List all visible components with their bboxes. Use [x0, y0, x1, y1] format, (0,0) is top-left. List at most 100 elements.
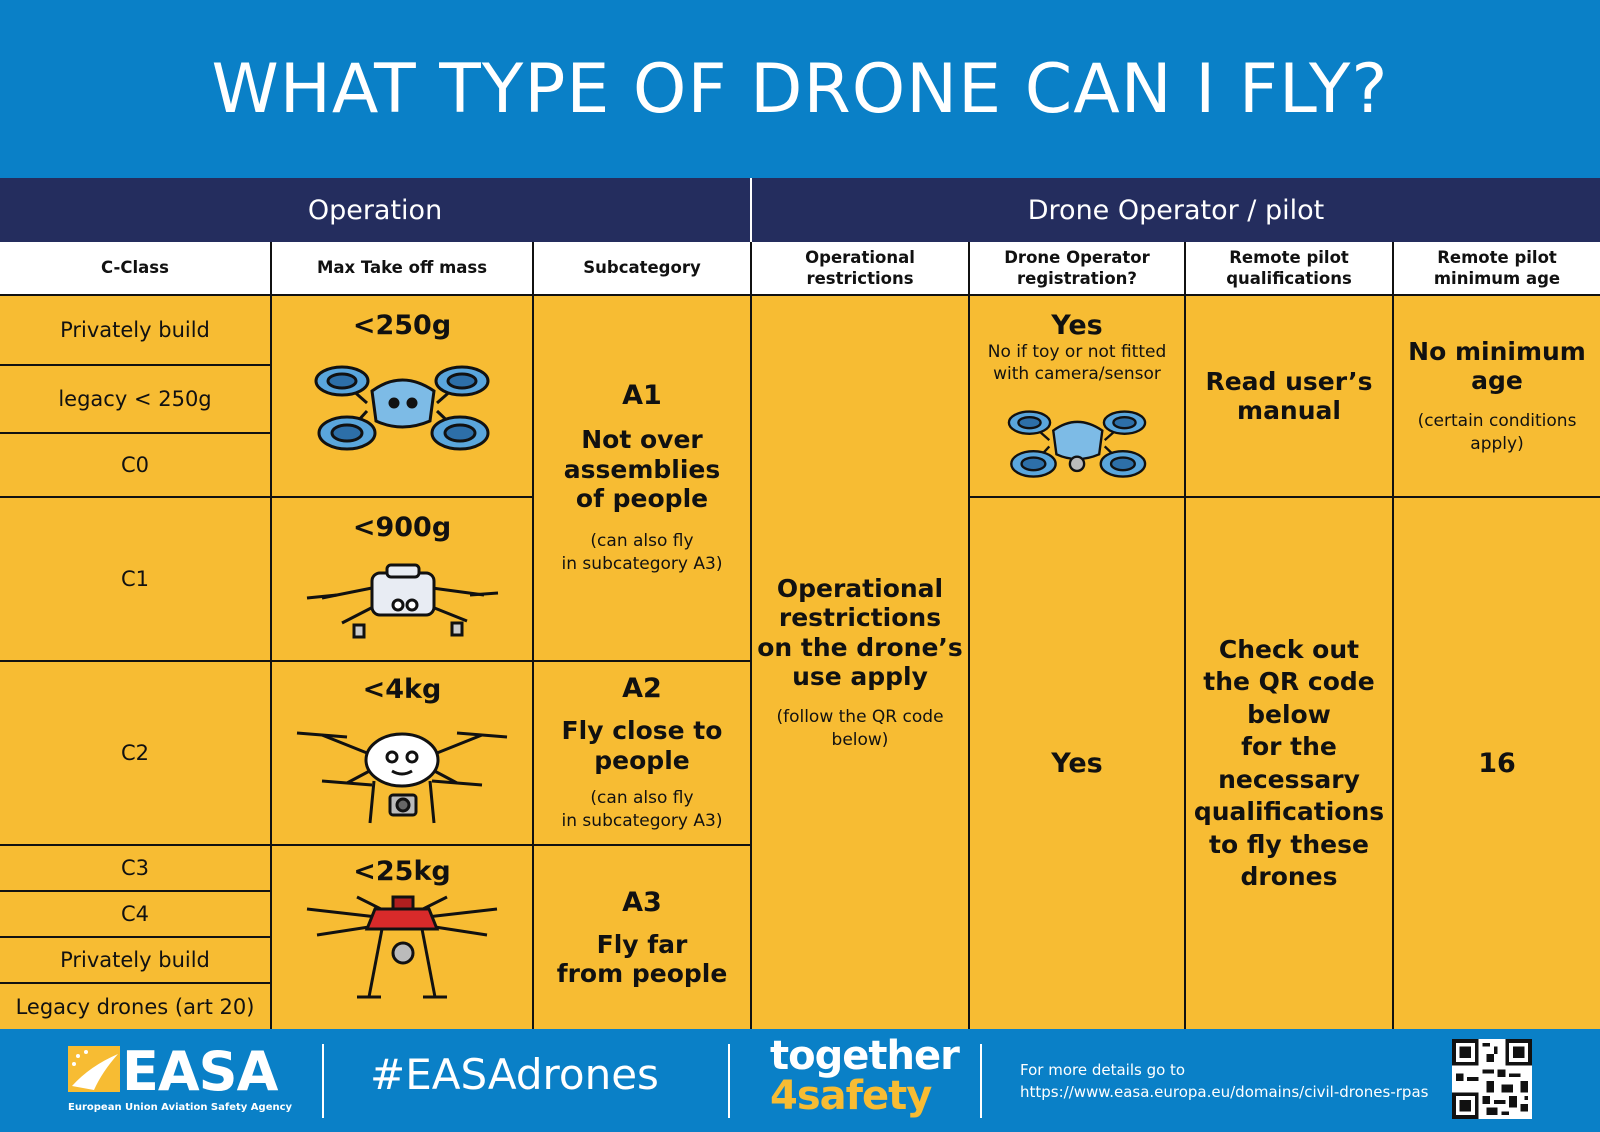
- header-line: registration?: [1017, 269, 1137, 288]
- class-cell: legacy < 250g: [0, 366, 272, 434]
- qualifications-line: manual: [1237, 396, 1341, 425]
- col-header-subcategory: Subcategory: [534, 242, 752, 296]
- col-header-registration: Drone Operator registration?: [970, 242, 1186, 296]
- qualifications-top-cell: Read user’s manual: [1186, 296, 1394, 498]
- details-block: For more details go to https://www.easa.…: [1020, 1060, 1428, 1104]
- class-cell: C2: [0, 662, 272, 846]
- qualifications-line: to fly these: [1209, 829, 1369, 859]
- together-4safety-logo: together 4safety: [770, 1033, 960, 1119]
- col-header-op-restrictions: Operational restrictions: [752, 242, 970, 296]
- easa-logo[interactable]: EASA European Union Aviation Safety Agen…: [68, 1040, 292, 1118]
- min-age-note: (certain conditions: [1417, 410, 1577, 431]
- easa-wordmark: EASA: [122, 1040, 278, 1103]
- min-age-line: No minimum: [1408, 336, 1586, 366]
- subcategory-note: (can also fly: [590, 788, 694, 809]
- page-title: WHAT TYPE OF DRONE CAN I FLY?: [0, 0, 1600, 178]
- header-line: Remote pilot: [1229, 247, 1349, 267]
- col-header-max-mass: Max Take off mass: [272, 242, 534, 296]
- op-restrictions-note: below): [831, 729, 889, 750]
- op-restrictions-note: (follow the QR code: [776, 706, 944, 727]
- subcategory-line: Fly far: [596, 929, 688, 959]
- subcategory-line: of people: [575, 484, 709, 514]
- class-cell: Privately build: [0, 296, 272, 366]
- mass-value: <900g: [352, 512, 452, 543]
- header-line: restrictions: [806, 269, 914, 288]
- subcategory-note: in subcategory A3): [561, 811, 723, 831]
- mass-cell-900g: <900g: [272, 498, 534, 662]
- agency-name: European Union Aviation Safety Agency: [68, 1102, 293, 1113]
- heavy-drone-icon: [306, 895, 498, 999]
- subcategory-a1: A1 Not over assemblies of people (can al…: [534, 296, 752, 662]
- mass-value: <25kg: [353, 856, 451, 887]
- mass-cell-25kg: <25kg: [272, 846, 534, 1029]
- qualifications-line: qualifications: [1193, 797, 1385, 826]
- col-header-c-class: C-Class: [0, 242, 272, 296]
- subcategory-line: Fly close to: [561, 716, 723, 746]
- easa-bird-icon: [68, 1046, 120, 1092]
- min-age-line: age: [1471, 366, 1523, 396]
- foldable-drone-icon: [306, 563, 499, 639]
- col-header-qualifications: Remote pilot qualifications: [1186, 242, 1394, 296]
- op-restrictions-line: use apply: [792, 662, 928, 692]
- qualifications-line: the QR code: [1203, 667, 1375, 696]
- qualifications-line: below: [1247, 699, 1331, 729]
- subcategory-a3: A3 Fly far from people: [534, 846, 752, 1029]
- mass-value: <4kg: [362, 674, 442, 705]
- qr-code-icon[interactable]: [1452, 1039, 1532, 1119]
- footer: [0, 1029, 1600, 1132]
- details-link[interactable]: https://www.easa.europa.eu/domains/civil…: [1020, 1082, 1429, 1101]
- header-line: minimum age: [1433, 269, 1561, 288]
- subcategory-code: A1: [622, 380, 662, 412]
- section-operator: Drone Operator / pilot: [752, 178, 1600, 242]
- header-line: Remote pilot: [1437, 247, 1557, 267]
- subcategory-line: people: [594, 745, 690, 775]
- qualifications-line: Read user’s: [1205, 366, 1373, 396]
- qualifications-line: drones: [1240, 862, 1338, 891]
- class-cell: Legacy drones (art 20): [0, 984, 272, 1029]
- registration-note: No if toy or not fitted: [987, 342, 1167, 362]
- min-age-bottom-cell: 16: [1394, 498, 1600, 1029]
- mass-cell-250g: <250g: [272, 296, 534, 498]
- camera-drone-icon: [296, 731, 508, 824]
- mini-drone-camera-icon: [1007, 410, 1147, 478]
- registration-answer: Yes: [1051, 310, 1103, 341]
- slogan-line-1: together: [770, 1033, 960, 1079]
- hashtag[interactable]: #EASAdrones: [370, 1050, 659, 1099]
- subcategory-code: A2: [622, 673, 662, 705]
- mass-cell-4kg: <4kg: [272, 662, 534, 846]
- op-restrictions-cell: Operational restrictions on the drone’s …: [752, 296, 970, 1029]
- footer-divider: [980, 1044, 982, 1118]
- subcategory-code: A3: [622, 886, 662, 918]
- class-cell: C3: [0, 846, 272, 892]
- header-line: Drone Operator: [1004, 247, 1150, 267]
- class-cell: Privately build: [0, 938, 272, 984]
- subcategory-note: (can also fly: [590, 530, 694, 551]
- op-restrictions-line: restrictions: [778, 603, 942, 633]
- subcategory-line: Not over: [581, 425, 703, 455]
- mass-value: <250g: [352, 310, 452, 341]
- min-age-note: apply): [1470, 433, 1524, 454]
- registration-top-cell: Yes No if toy or not fitted with camera/…: [970, 296, 1186, 498]
- class-cell: C0: [0, 434, 272, 498]
- footer-divider: [322, 1044, 324, 1118]
- op-restrictions-line: on the drone’s: [757, 632, 963, 662]
- header-line: Operational: [805, 247, 915, 267]
- details-label: For more details go to: [1020, 1061, 1186, 1079]
- subcategory-note: in subcategory A3): [561, 553, 723, 574]
- header-line: qualifications: [1226, 269, 1352, 288]
- subcategory-a2: A2 Fly close to people (can also fly in …: [534, 662, 752, 846]
- mini-drone-icon: [314, 365, 490, 451]
- qualifications-bottom-cell: Check out the QR code below for the nece…: [1186, 498, 1394, 1029]
- section-operation: Operation: [0, 178, 752, 242]
- min-age-top-cell: No minimum age (certain conditions apply…: [1394, 296, 1600, 498]
- min-age-value: 16: [1478, 748, 1516, 779]
- class-cell: C4: [0, 892, 272, 938]
- slogan-line-2: 4safety: [770, 1073, 932, 1119]
- op-restrictions-line: Operational: [776, 573, 944, 603]
- registration-bottom-cell: Yes: [970, 498, 1186, 1029]
- qualifications-line: for the necessary: [1218, 732, 1360, 794]
- qualifications-line: Check out: [1218, 634, 1360, 664]
- class-cell: C1: [0, 498, 272, 662]
- registration-note: with camera/sensor: [993, 364, 1161, 385]
- col-header-min-age: Remote pilot minimum age: [1394, 242, 1600, 296]
